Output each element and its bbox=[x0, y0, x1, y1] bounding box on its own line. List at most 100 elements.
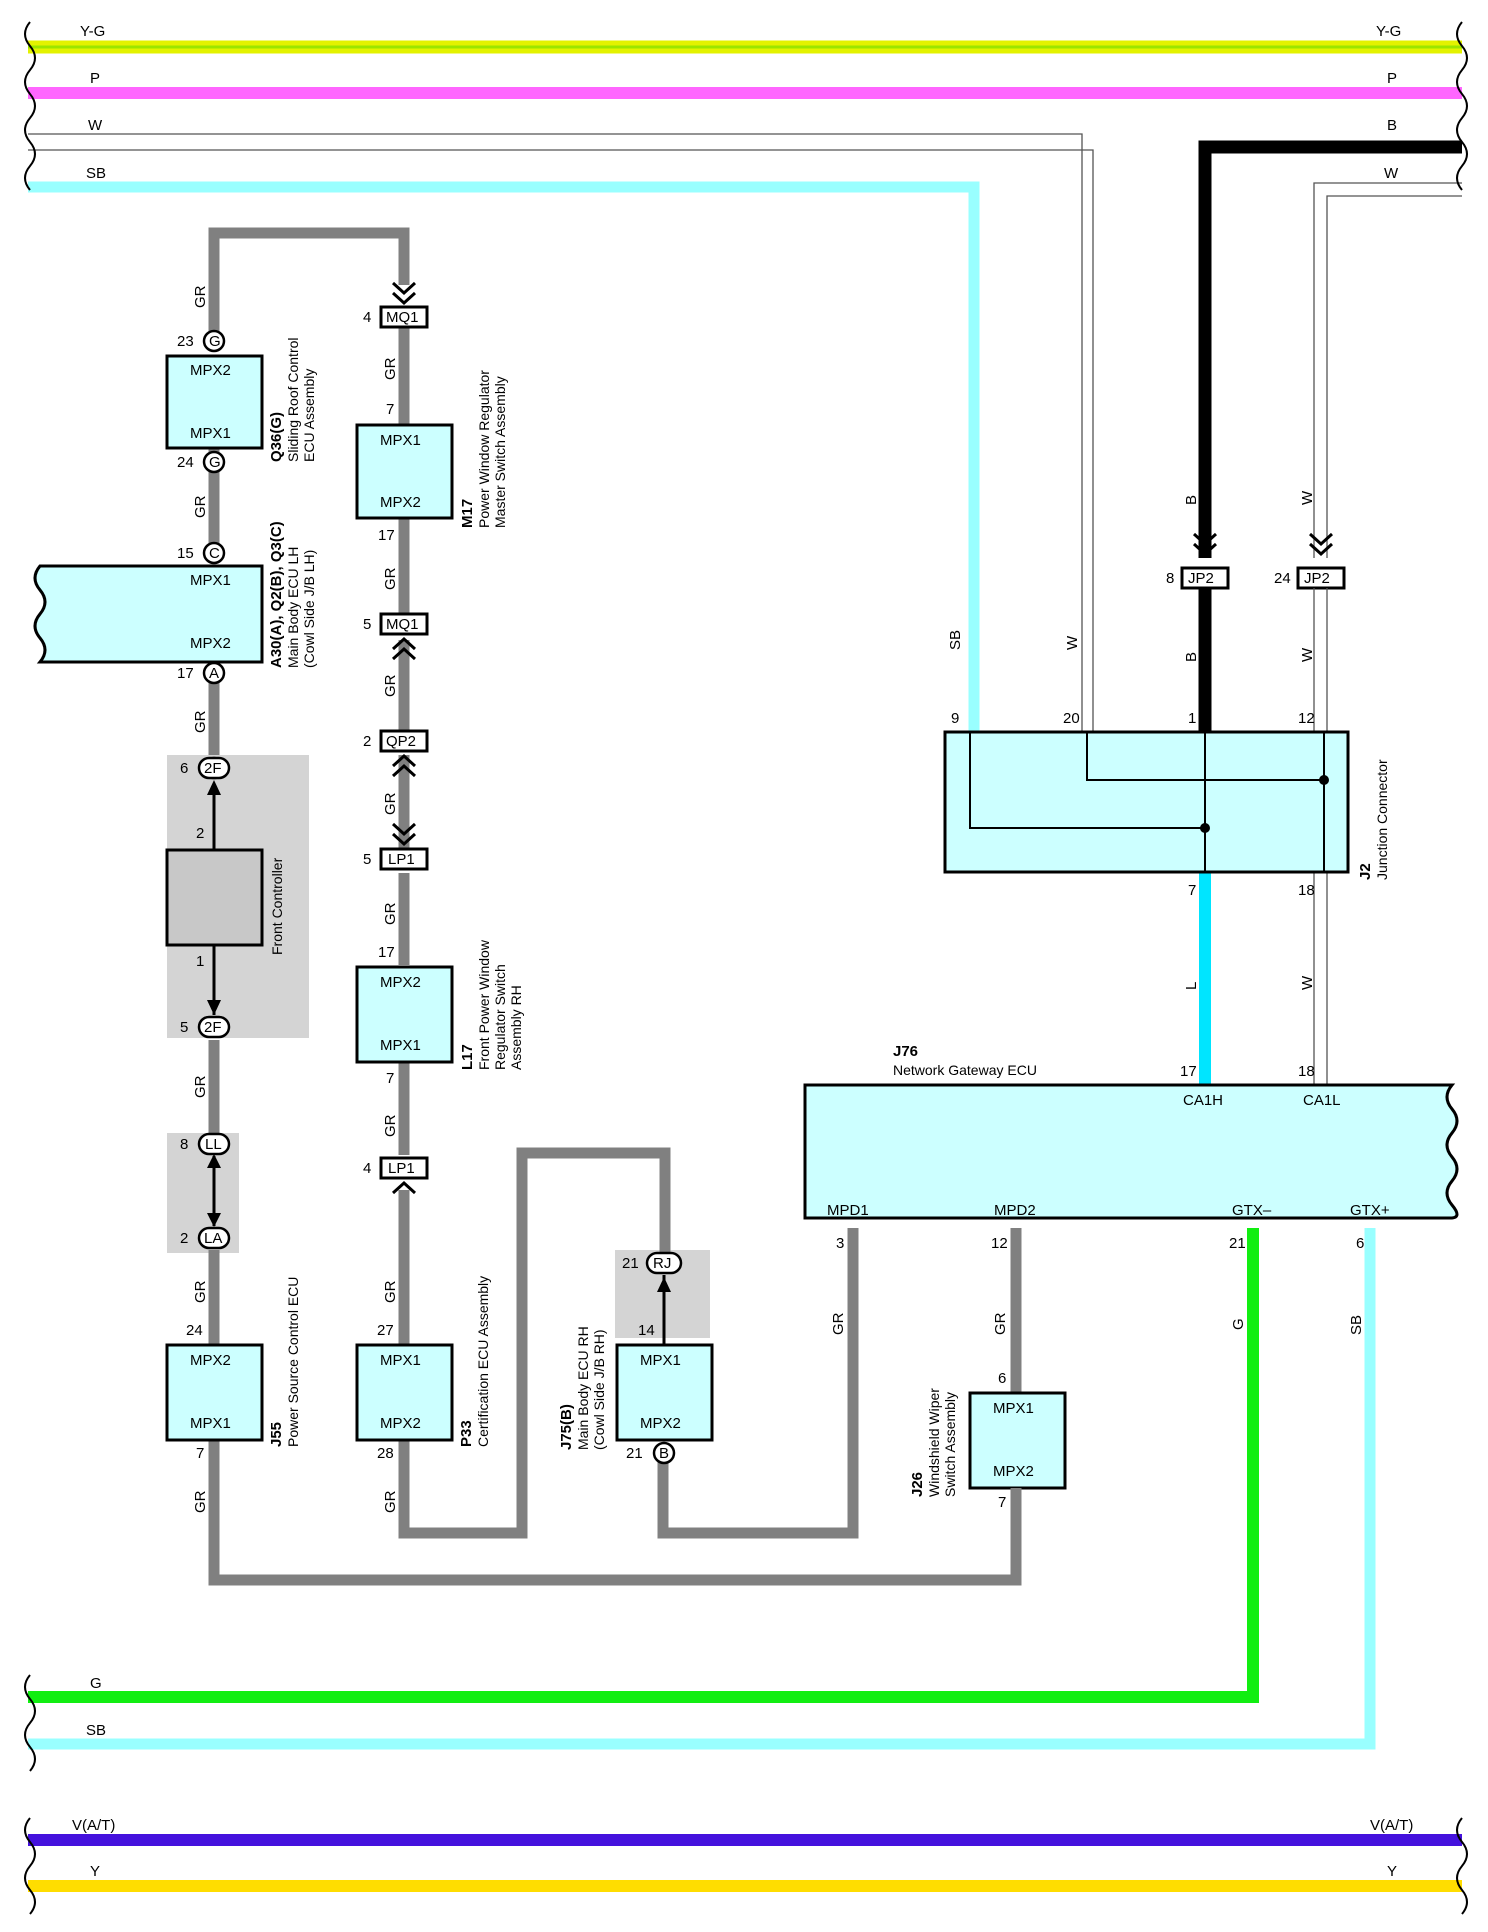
gr-wire-j75-j76 bbox=[657, 1228, 859, 1539]
wire-label-l: L bbox=[1183, 982, 1200, 990]
j26-code: J26 bbox=[909, 1472, 926, 1497]
j55-pin-bottom: 7 bbox=[196, 1445, 204, 1462]
bus-label-w-left: W bbox=[88, 117, 103, 134]
j75-main-body-ecu-rh: RJ 21 14 MPX1 MPX2 B 21 J75(B) Main Body… bbox=[558, 1251, 714, 1465]
lp1-top-pin: 5 bbox=[363, 851, 371, 868]
ll-la-arrow-up bbox=[207, 1154, 221, 1168]
lp1-bottom-connector: LP1 4 bbox=[363, 1156, 429, 1195]
wire-label-gr-14: GR bbox=[382, 1490, 399, 1513]
mq1-top-chevron bbox=[391, 281, 417, 306]
mq1-bottom-pin: 5 bbox=[363, 616, 371, 633]
a30-conn-top-letter: C bbox=[209, 545, 220, 562]
mq1-top-connector: MQ1 4 bbox=[363, 281, 429, 329]
q36-conn-bottom bbox=[202, 450, 226, 474]
wire-w-top-outer bbox=[28, 133, 1083, 735]
j76-gtxp: GTX+ bbox=[1350, 1202, 1390, 1219]
j76-network-gateway-ecu: J76 Network Gateway ECU CA1H CA1L 17 18 … bbox=[803, 1043, 1459, 1252]
j76-pin-ca1l: 18 bbox=[1298, 1063, 1315, 1080]
a30-top-label: MPX1 bbox=[190, 572, 231, 589]
j2-pin-20: 20 bbox=[1063, 710, 1080, 727]
wire-sb-top bbox=[28, 181, 980, 732]
j26-pin-top: 6 bbox=[998, 1370, 1006, 1387]
j55-power-source-ecu: MPX2 MPX1 24 7 J55 Power Source Control … bbox=[165, 1277, 301, 1462]
j75-name-1: Main Body ECU RH bbox=[575, 1326, 591, 1450]
qp2-connector: QP2 2 bbox=[363, 729, 429, 778]
j26-pin-bottom: 7 bbox=[998, 1494, 1006, 1511]
wire-w-top-inner bbox=[28, 149, 1094, 735]
a30-box bbox=[33, 564, 264, 664]
j76-mpd1: MPD1 bbox=[827, 1202, 869, 1219]
bus-label-yg-right: Y-G bbox=[1376, 23, 1401, 40]
j75-top-label: MPX1 bbox=[640, 1352, 681, 1369]
a30-name-1: Main Body ECU LH bbox=[285, 547, 301, 668]
jp2-left-connector: JP2 8 bbox=[1166, 532, 1230, 590]
wire-label-gr-9: GR bbox=[382, 674, 399, 697]
jp2-left-chevron bbox=[1192, 532, 1218, 557]
bus-label-y-right: Y bbox=[1387, 1863, 1397, 1880]
j2-internal-20-12 bbox=[1086, 732, 1324, 781]
j76-ca1h: CA1H bbox=[1183, 1092, 1223, 1109]
l17-bottom-label: MPX1 bbox=[380, 1037, 421, 1054]
j26-bottom-label: MPX2 bbox=[993, 1463, 1034, 1480]
p33-name: Certification ECU Assembly bbox=[475, 1276, 491, 1447]
l17-pin-top: 17 bbox=[378, 944, 395, 961]
j75-arrow-up bbox=[657, 1277, 671, 1292]
j75-conn-bottom-letter: B bbox=[659, 1445, 669, 1462]
lp1-top-connector: LP1 5 bbox=[363, 822, 429, 871]
lp1-top-box bbox=[379, 847, 429, 871]
qp2-pin: 2 bbox=[363, 733, 371, 750]
m17-bottom-label: MPX2 bbox=[380, 494, 421, 511]
bus-labels: Y-G Y-G P P W B SB W bbox=[80, 23, 1401, 182]
l17-name-2: Regulator Switch bbox=[492, 964, 508, 1070]
lp1-top-chevron bbox=[391, 822, 417, 847]
l17-name-1: Front Power Window bbox=[476, 939, 492, 1070]
j55-pin-top: 24 bbox=[186, 1322, 203, 1339]
wire-sb-bottom bbox=[28, 1228, 1376, 1750]
bus-label-g: G bbox=[90, 1675, 102, 1692]
j55-code: J55 bbox=[268, 1422, 285, 1447]
j76-pin-gtxp: 6 bbox=[1356, 1235, 1364, 1252]
ll-la-arrow-down bbox=[207, 1213, 221, 1227]
lp1-bottom-chevron bbox=[391, 1180, 417, 1195]
wire-label-gr-3: GR bbox=[192, 710, 209, 733]
bus-label-b-right: B bbox=[1387, 117, 1397, 134]
wire-label-sb: SB bbox=[947, 630, 964, 650]
front-controller-conn-bottom-label: 2F bbox=[204, 1019, 222, 1036]
front-controller-arrow-top bbox=[207, 780, 221, 795]
j2-splice-1 bbox=[1200, 823, 1210, 833]
l17-box bbox=[355, 965, 454, 1064]
wire-label-w-3: W bbox=[1299, 647, 1316, 662]
j76-box bbox=[803, 1083, 1459, 1220]
wire-label-gr-16: GR bbox=[992, 1312, 1009, 1335]
wire-label-sb-2: SB bbox=[1348, 1315, 1365, 1335]
mq1-bottom-connector: MQ1 5 bbox=[363, 612, 429, 661]
front-controller-pin-bottom: 1 bbox=[196, 953, 204, 970]
j76-pin-ca1h: 17 bbox=[1180, 1063, 1197, 1080]
a30-bottom-label: MPX2 bbox=[190, 635, 231, 652]
break-mark-top-left bbox=[24, 21, 36, 191]
break-mark-top-right bbox=[1456, 21, 1468, 191]
j2-splice-2 bbox=[1319, 775, 1329, 785]
la-conn bbox=[197, 1226, 231, 1250]
j75-box bbox=[615, 1343, 714, 1442]
qp2-name: QP2 bbox=[386, 733, 416, 750]
la-label: LA bbox=[204, 1230, 222, 1247]
j55-name: Power Source Control ECU bbox=[285, 1277, 301, 1447]
a30-conn-top bbox=[202, 541, 226, 565]
bottom-bus-labels: G SB V(A/T) V(A/T) Y Y bbox=[72, 1675, 1413, 1880]
lp1-top-name: LP1 bbox=[388, 851, 415, 868]
bus-label-p-left: P bbox=[90, 70, 100, 87]
p33-box bbox=[355, 1343, 454, 1442]
wire-label-gr-2: GR bbox=[192, 495, 209, 518]
j75-bottom-label: MPX2 bbox=[640, 1415, 681, 1432]
j2-pin-18: 18 bbox=[1298, 882, 1315, 899]
j2-internal-9-1 bbox=[969, 732, 1205, 829]
j75-pin-bottom: 21 bbox=[626, 1445, 643, 1462]
qp2-box bbox=[379, 729, 429, 753]
wire-label-gr-15: GR bbox=[830, 1312, 847, 1335]
la-pin: 2 bbox=[180, 1230, 188, 1247]
jp2-left-name: JP2 bbox=[1188, 570, 1214, 587]
q36-sliding-roof-ecu: MPX2 MPX1 G 23 G 24 Q36(G) Sliding Roof … bbox=[165, 329, 317, 474]
wire-label-b-2: B bbox=[1183, 652, 1200, 662]
